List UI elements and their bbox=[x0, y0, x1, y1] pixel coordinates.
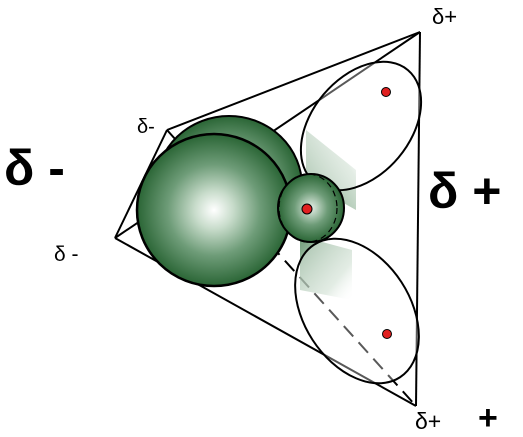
frame-edge bbox=[166, 31, 421, 131]
vertex-label-top-left: δ- bbox=[137, 116, 155, 138]
vertex-label-bottom-right: δ+ bbox=[415, 408, 442, 434]
vertex-label-top-right: δ+ bbox=[432, 4, 458, 29]
lower-right-lobe bbox=[294, 237, 420, 385]
nucleus-lower bbox=[382, 329, 392, 339]
vertex-label-left: δ - bbox=[54, 243, 79, 266]
partial-positive-charge-label: δ + bbox=[428, 163, 502, 219]
lower-lobe-fade bbox=[300, 236, 352, 300]
partial-negative-charge-label: δ - bbox=[4, 140, 65, 196]
central-orbital-inner bbox=[278, 173, 338, 243]
plus-sign: + bbox=[478, 399, 498, 437]
nucleus-upper bbox=[381, 87, 391, 97]
front-orbital-large bbox=[135, 132, 293, 288]
nucleus-center bbox=[301, 203, 313, 215]
frame-edge-hidden bbox=[166, 129, 417, 407]
frame-edge bbox=[415, 31, 421, 407]
